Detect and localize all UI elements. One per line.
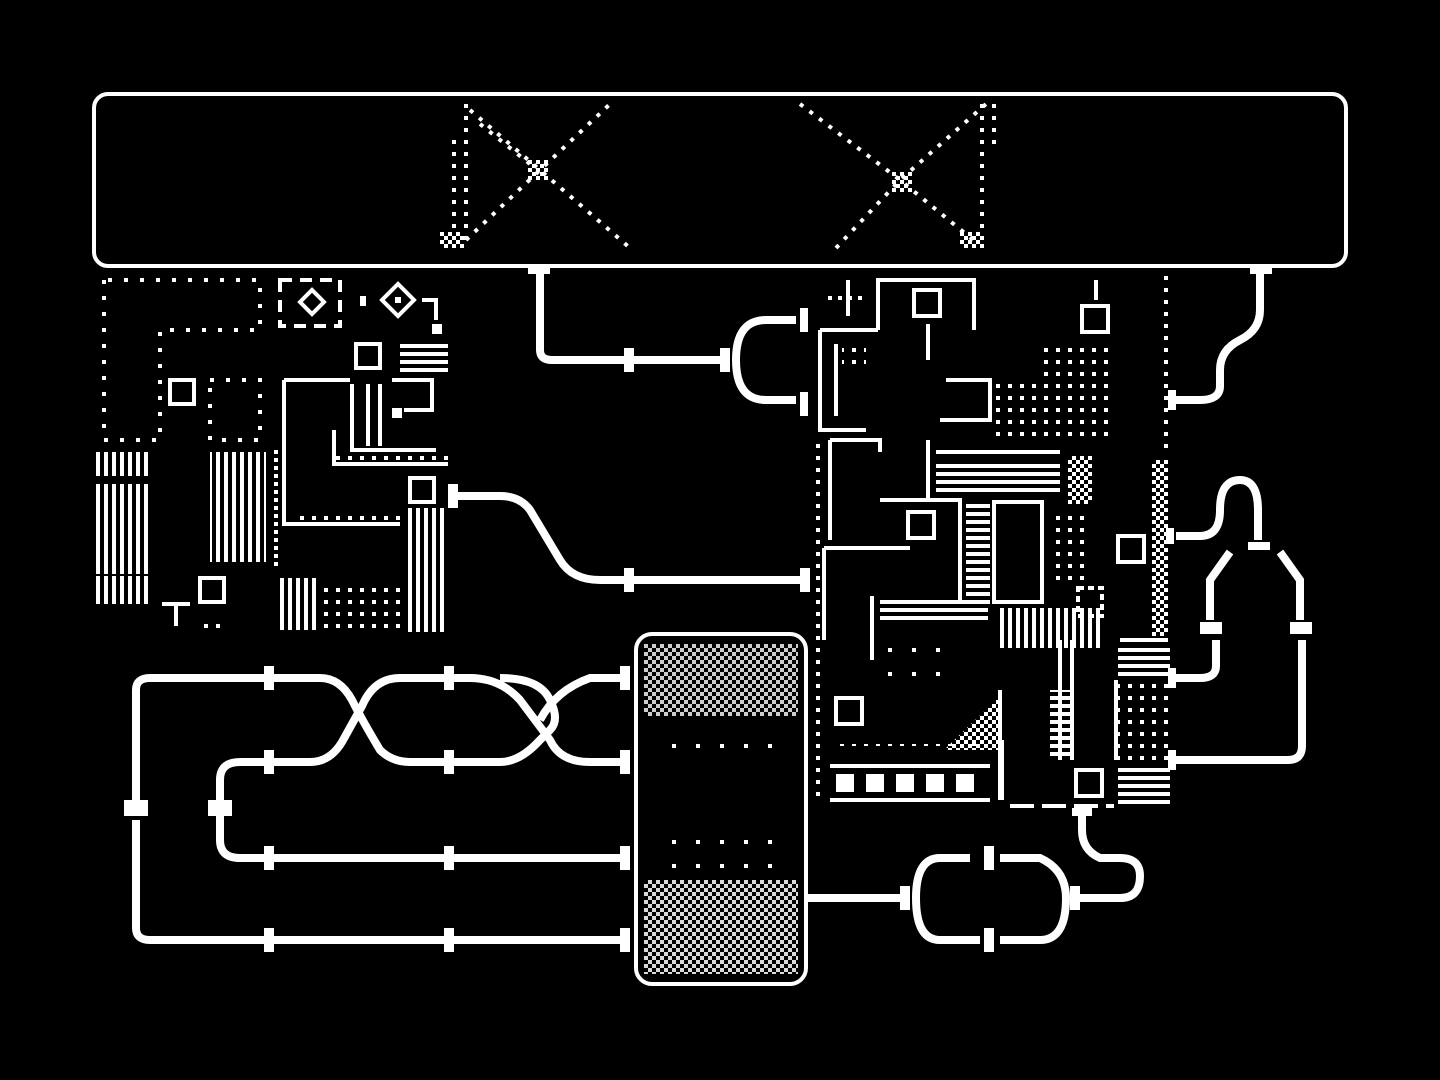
segment-bar: [830, 766, 990, 800]
bowtie-left-icon: [440, 104, 630, 248]
circuit-block-right: [812, 276, 1170, 808]
pipe-mid: [448, 484, 810, 592]
gear-icon: [280, 280, 340, 326]
dotted-container: [636, 634, 806, 984]
pipe-oval: [808, 808, 1140, 952]
pipe-right-bulb: [1166, 480, 1312, 770]
top-display-panel: [94, 94, 1346, 274]
pipe-network-left: [124, 666, 630, 952]
bowtie-right-icon: [800, 104, 994, 248]
pipe-top: [540, 274, 808, 416]
target-icon: [360, 284, 442, 334]
node-square-icon: [170, 344, 434, 602]
circuit-block-left: [96, 280, 448, 632]
pipe-right-wave: [1168, 274, 1260, 410]
